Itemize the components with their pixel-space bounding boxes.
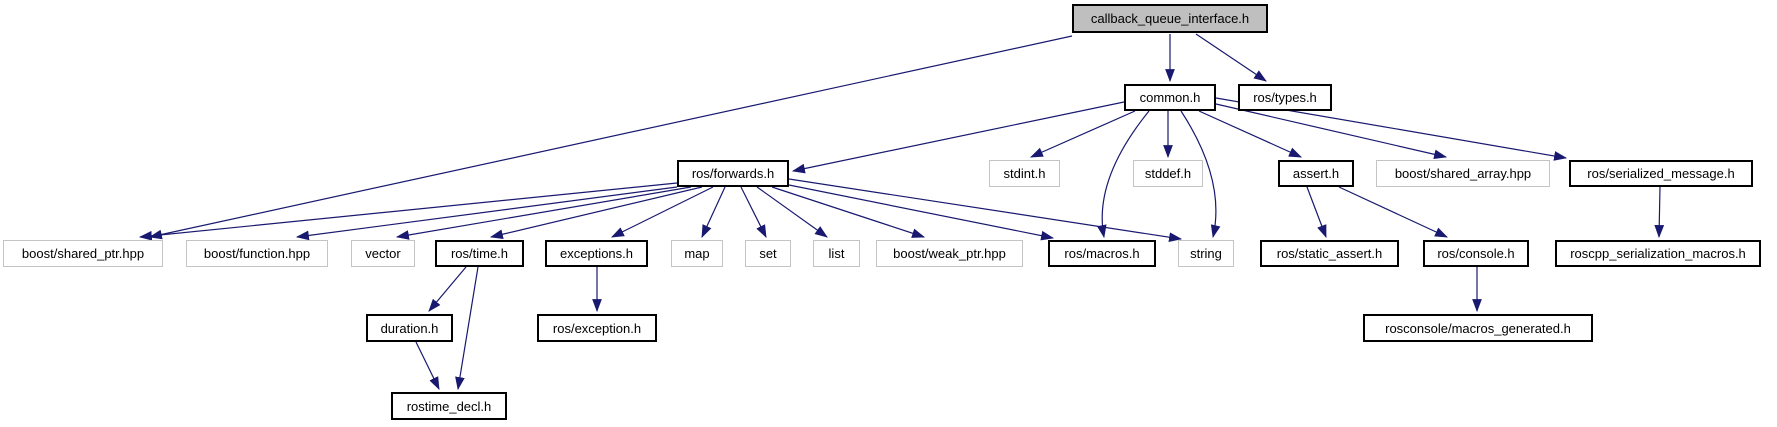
- node-label: duration.h: [380, 320, 439, 336]
- node-label: list: [828, 246, 845, 261]
- edge-assert-console: [1338, 186, 1448, 238]
- node-weak_ptr: boost/weak_ptr.hpp: [876, 240, 1023, 267]
- node-label: ros/serialized_message.h: [1587, 166, 1735, 181]
- node-macros_generated[interactable]: rosconsole/macros_generated.h: [1363, 314, 1593, 342]
- node-console[interactable]: ros/console.h: [1423, 240, 1529, 267]
- edge-forwards-macros: [788, 184, 1055, 241]
- edge-forwards-set: [740, 186, 767, 238]
- node-label: stddef.h: [1144, 166, 1192, 181]
- node-label: set: [759, 246, 777, 261]
- node-macros[interactable]: ros/macros.h: [1048, 240, 1156, 267]
- node-stddef: stddef.h: [1133, 160, 1203, 187]
- node-stdint: stdint.h: [989, 160, 1060, 187]
- edge-common-macros: [1096, 110, 1150, 239]
- node-label: callback_queue_interface.h: [1090, 11, 1250, 26]
- node-function: boost/function.hpp: [186, 240, 328, 267]
- edge-forwards-string: [788, 178, 1183, 243]
- node-label: ros/console.h: [1437, 246, 1515, 261]
- edge-common-shared_array: [1215, 103, 1448, 160]
- node-types[interactable]: ros/types.h: [1238, 84, 1332, 111]
- node-rostime_decl[interactable]: rostime_decl.h: [391, 392, 507, 420]
- node-common[interactable]: common.h: [1124, 84, 1216, 111]
- edge-forwards-exceptions: [611, 186, 714, 238]
- node-label: map: [684, 246, 710, 261]
- node-label: assert.h: [1292, 166, 1340, 181]
- edge-callback_queue_interface-shared_ptr: [148, 35, 1073, 240]
- edge-forwards-list: [756, 186, 828, 238]
- node-label: vector: [365, 246, 401, 261]
- node-label: boost/shared_array.hpp: [1394, 166, 1532, 181]
- node-label: common.h: [1139, 90, 1201, 105]
- node-label: string: [1190, 246, 1222, 261]
- node-label: boost/weak_ptr.hpp: [893, 246, 1006, 261]
- edge-assert-static_assert: [1306, 186, 1327, 239]
- node-label: rostime_decl.h: [406, 398, 492, 414]
- edge-time-duration: [428, 266, 467, 312]
- node-serialization_macros[interactable]: roscpp_serialization_macros.h: [1555, 240, 1761, 267]
- edge-forwards-function: [295, 186, 678, 241]
- node-map: map: [671, 240, 723, 267]
- edge-time-rostime_decl: [455, 266, 479, 391]
- edge-callback_queue_interface-types: [1195, 33, 1267, 82]
- node-label: boost/shared_ptr.hpp: [21, 246, 145, 261]
- node-label: ros/exception.h: [552, 320, 642, 336]
- edge-forwards-vector: [395, 186, 692, 240]
- edge-forwards-map: [701, 186, 726, 238]
- node-label: rosconsole/macros_generated.h: [1385, 320, 1571, 336]
- edge-forwards-weak_ptr: [771, 186, 926, 238]
- edge-common-stdint: [1030, 110, 1136, 158]
- node-serialized_message[interactable]: ros/serialized_message.h: [1569, 160, 1753, 187]
- node-label: ros/forwards.h: [691, 166, 775, 181]
- node-set: set: [745, 240, 791, 267]
- node-label: roscpp_serialization_macros.h: [1570, 246, 1746, 261]
- edge-forwards-shared_ptr: [138, 182, 678, 241]
- node-label: ros/time.h: [450, 246, 509, 261]
- node-duration[interactable]: duration.h: [366, 314, 453, 342]
- node-label: ros/macros.h: [1064, 246, 1140, 261]
- node-time[interactable]: ros/time.h: [435, 240, 524, 267]
- node-list: list: [813, 240, 860, 267]
- edge-common-assert: [1198, 110, 1302, 158]
- node-label: ros/static_assert.h: [1276, 246, 1383, 261]
- node-vector: vector: [351, 240, 415, 267]
- node-label: ros/types.h: [1253, 90, 1317, 105]
- node-label: stdint.h: [1003, 166, 1046, 181]
- edge-duration-rostime_decl: [415, 341, 440, 390]
- node-shared_ptr: boost/shared_ptr.hpp: [3, 240, 163, 267]
- node-string: string: [1178, 240, 1234, 267]
- node-label: exceptions.h: [560, 246, 633, 261]
- node-label: boost/function.hpp: [203, 246, 311, 261]
- node-shared_array: boost/shared_array.hpp: [1376, 160, 1550, 187]
- node-assert[interactable]: assert.h: [1278, 160, 1354, 187]
- node-forwards[interactable]: ros/forwards.h: [677, 160, 789, 187]
- edge-common-forwards: [791, 101, 1125, 174]
- edge-forwards-time: [489, 186, 703, 239]
- node-callback_queue_interface: callback_queue_interface.h: [1072, 4, 1268, 33]
- node-exception[interactable]: ros/exception.h: [537, 314, 657, 342]
- node-exceptions[interactable]: exceptions.h: [545, 240, 648, 267]
- edge-serialized_message-serialization_macros: [1654, 186, 1665, 239]
- node-static_assert[interactable]: ros/static_assert.h: [1260, 240, 1399, 267]
- edge-common-string: [1180, 110, 1221, 239]
